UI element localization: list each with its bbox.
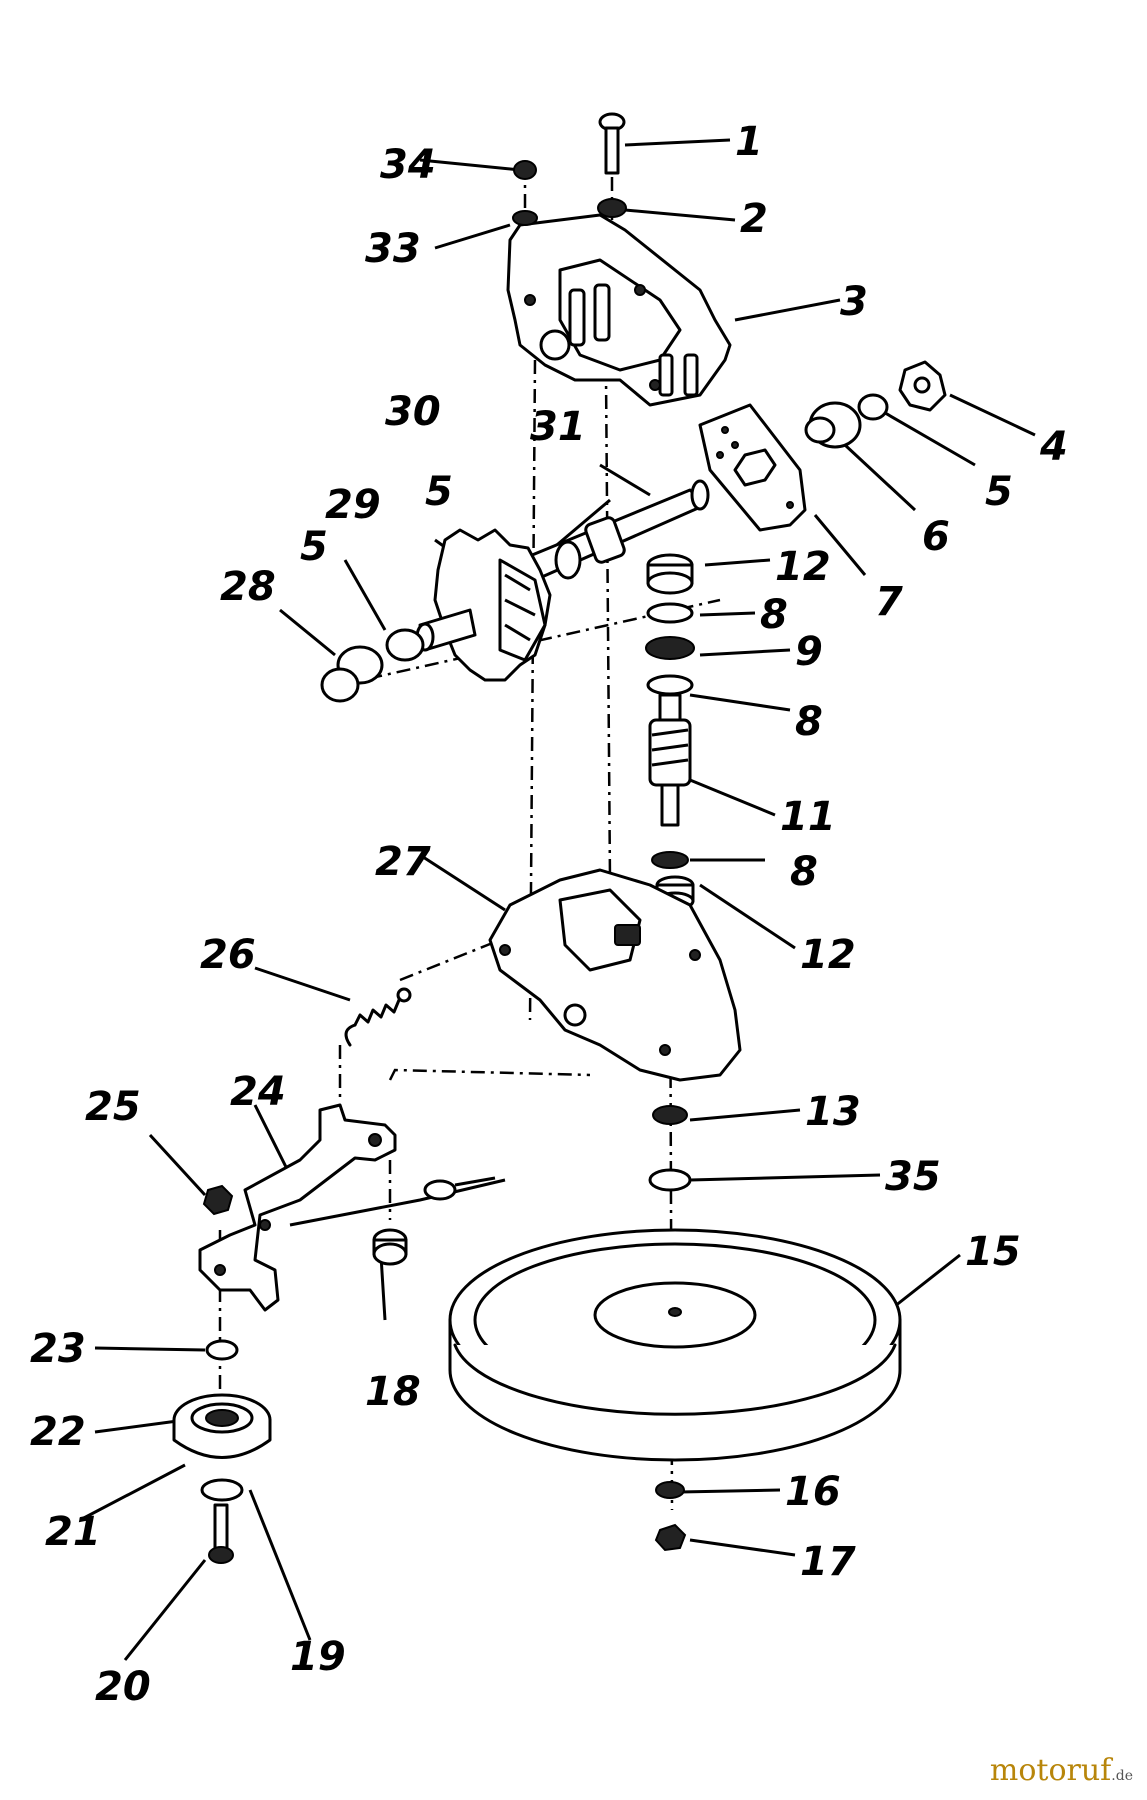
watermark-tld: .de bbox=[1111, 1768, 1133, 1784]
stub-shaft bbox=[415, 608, 477, 652]
gearbox-housing-27 bbox=[488, 868, 742, 1082]
washer-5-left bbox=[385, 628, 425, 662]
callout-19: 19 bbox=[290, 1634, 346, 1680]
bearing-13 bbox=[652, 1105, 688, 1125]
callout-5-right: 5 bbox=[985, 469, 1013, 515]
callout-18: 18 bbox=[365, 1369, 421, 1415]
callout-7: 7 bbox=[875, 579, 903, 625]
callout-2: 2 bbox=[740, 196, 768, 242]
bearing-plate-7 bbox=[698, 403, 807, 532]
callout-25: 25 bbox=[85, 1084, 141, 1130]
washer-8-top bbox=[646, 602, 694, 624]
callout-9: 9 bbox=[795, 629, 823, 675]
callout-8-mid: 8 bbox=[795, 699, 823, 745]
idler-pulley-22 bbox=[172, 1393, 272, 1459]
bearing-6 bbox=[804, 401, 862, 449]
gear-29 bbox=[433, 528, 552, 682]
spring-26 bbox=[344, 987, 412, 1047]
callout-12-bottom: 12 bbox=[800, 932, 856, 978]
callout-28: 28 bbox=[220, 564, 276, 610]
callout-15: 15 bbox=[965, 1229, 1021, 1275]
callout-4: 4 bbox=[1039, 424, 1068, 470]
callout-29: 29 bbox=[325, 482, 381, 528]
callout-16: 16 bbox=[785, 1469, 841, 1515]
callout-labels: 1 2 3 4 5 6 7 31 30 5 29 5 28 12 8 9 8 1… bbox=[30, 119, 1068, 1710]
callout-26: 26 bbox=[200, 932, 256, 978]
callout-27: 27 bbox=[375, 839, 431, 885]
bolt-20 bbox=[208, 1503, 234, 1564]
callout-17: 17 bbox=[800, 1539, 856, 1585]
cable-link bbox=[289, 1176, 506, 1227]
callout-6: 6 bbox=[922, 514, 950, 560]
nut-25 bbox=[202, 1184, 234, 1216]
nut-17 bbox=[654, 1523, 687, 1552]
bolt-1 bbox=[598, 112, 626, 175]
nut-4 bbox=[898, 360, 947, 412]
callout-22: 22 bbox=[30, 1409, 86, 1455]
bearing-9 bbox=[645, 636, 695, 660]
callout-13: 13 bbox=[805, 1089, 861, 1135]
callout-35: 35 bbox=[885, 1154, 941, 1200]
washer-5-mid bbox=[554, 540, 582, 580]
callout-21: 21 bbox=[45, 1509, 101, 1555]
spacer-18 bbox=[372, 1228, 408, 1266]
washer-35 bbox=[648, 1168, 692, 1192]
watermark-brand: motoruf bbox=[989, 1753, 1112, 1788]
washer-33 bbox=[512, 210, 538, 226]
washer-23 bbox=[205, 1339, 239, 1361]
screw-34 bbox=[513, 160, 537, 180]
washer-8-mid bbox=[646, 674, 694, 696]
callout-20: 20 bbox=[95, 1664, 151, 1710]
washer-2 bbox=[597, 198, 627, 218]
leader-lines bbox=[79, 138, 1036, 1661]
washer-5-right bbox=[857, 393, 889, 421]
callout-11: 11 bbox=[780, 794, 836, 840]
callout-8-bottom: 8 bbox=[790, 849, 818, 895]
callout-12-top: 12 bbox=[775, 544, 831, 590]
idler-arm-24 bbox=[198, 1103, 397, 1312]
callout-5-mid: 5 bbox=[425, 469, 453, 515]
callout-8-top: 8 bbox=[760, 592, 788, 638]
washer-19 bbox=[200, 1478, 244, 1502]
callout-30: 30 bbox=[385, 389, 441, 435]
watermark-logo: motoruf.de bbox=[990, 1753, 1133, 1788]
callout-1: 1 bbox=[735, 119, 763, 165]
callout-3: 3 bbox=[840, 279, 868, 325]
callout-31: 31 bbox=[530, 404, 586, 450]
worm-shaft-11 bbox=[648, 693, 692, 827]
drive-pulley-15 bbox=[448, 1228, 902, 1462]
washer-8-bottom bbox=[651, 851, 689, 869]
washer-16 bbox=[655, 1481, 685, 1499]
callout-5-left: 5 bbox=[300, 524, 328, 570]
callout-23: 23 bbox=[30, 1326, 86, 1372]
callout-24: 24 bbox=[230, 1069, 286, 1115]
bushing-12-top bbox=[646, 553, 694, 595]
bearing-28 bbox=[320, 645, 384, 703]
callout-33: 33 bbox=[365, 226, 421, 272]
callout-34: 34 bbox=[380, 142, 436, 188]
gearbox-cover bbox=[506, 213, 732, 407]
